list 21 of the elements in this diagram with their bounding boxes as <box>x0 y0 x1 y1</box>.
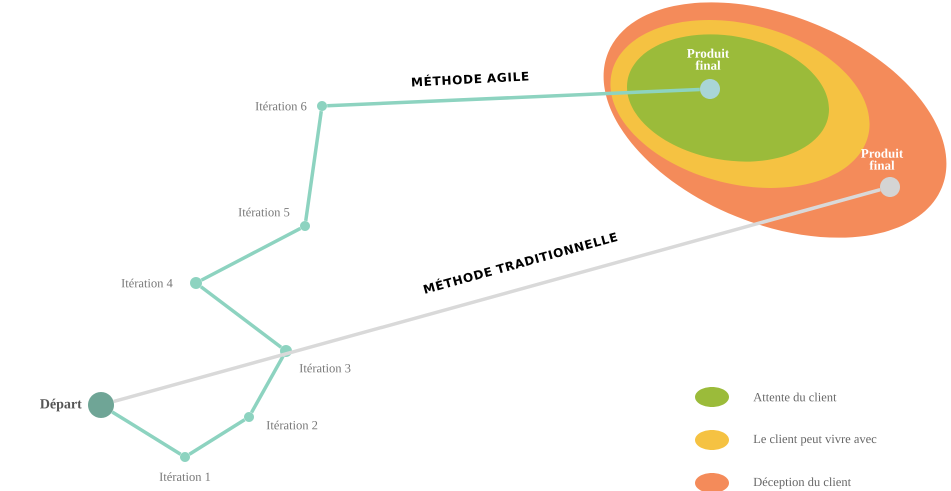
path-line <box>200 226 302 282</box>
legend-text: Déception du client <box>754 477 852 489</box>
iteration-label: Itération 6 <box>256 102 306 110</box>
path-line <box>304 110 323 222</box>
method-label: MÉTHODE AGILE <box>412 72 528 86</box>
path-line <box>188 418 246 456</box>
path-line <box>113 188 881 404</box>
legend-text: Attente du client <box>753 392 836 402</box>
iteration-label: Itération 5 <box>238 208 290 216</box>
legend-text: Le client peut vivre avec <box>754 434 876 446</box>
path-line <box>327 88 700 108</box>
path-line <box>200 285 282 349</box>
iteration-label: Itération 2 <box>266 420 318 430</box>
iteration-label: Itération 3 <box>300 364 350 372</box>
path-line <box>111 410 182 456</box>
product-label: Produit final <box>861 148 904 170</box>
start-label: Départ <box>40 398 82 412</box>
iteration-label: Itération 4 <box>122 278 173 288</box>
path-line <box>250 356 284 414</box>
product-label: Produit final <box>687 48 730 70</box>
iteration-label: Itération 1 <box>160 472 210 482</box>
